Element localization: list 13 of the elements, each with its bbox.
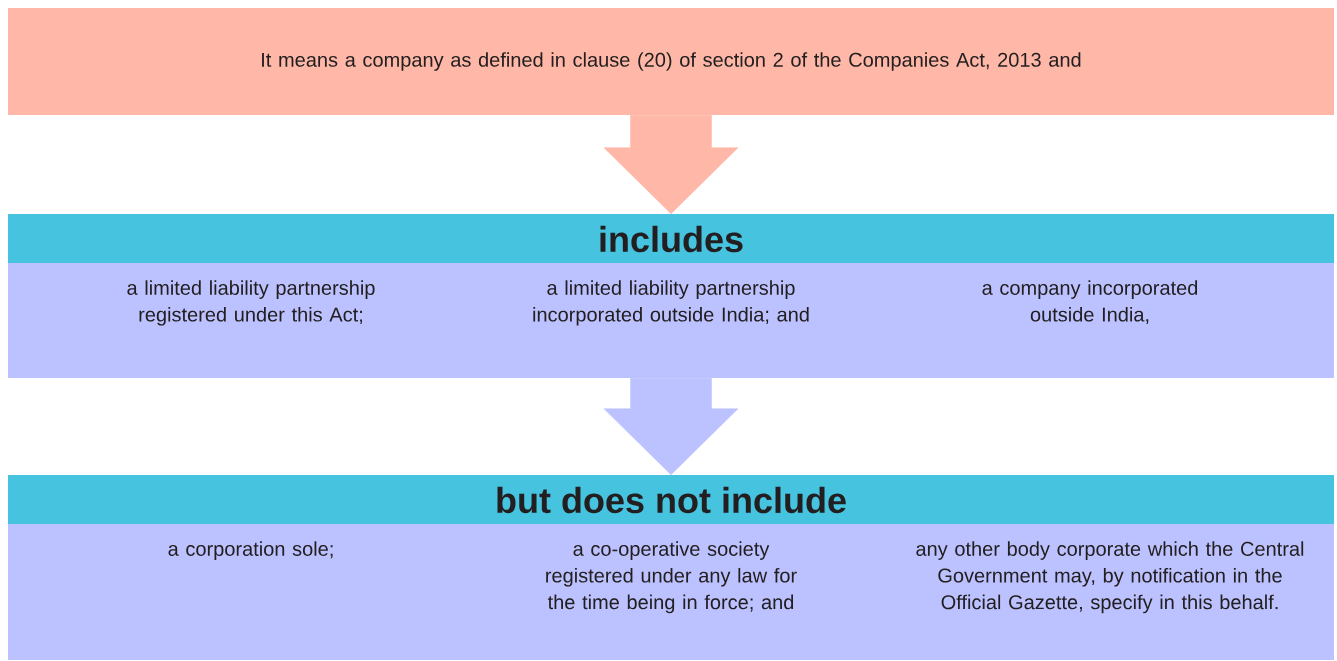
item-text: any other body corporate which the Central Government may, by notification in the Official Gazette, specify in this behalf. — [916, 541, 1304, 614]
item-text: a company incorporated outside India, — [982, 280, 1198, 324]
section-panel — [8, 475, 1334, 660]
item-text: a corporation sole; — [168, 541, 333, 560]
item-text: a limited liability partnership registered under this Act; — [127, 280, 375, 326]
item-text: a co-operative society registered under any law for the time being in force; and — [546, 541, 797, 614]
block-arrow — [603, 378, 739, 475]
statement-box: It means a company as defined in clause (20) of section 2 of the Companies Act, 2013 and — [8, 8, 1334, 115]
item-text: a limited liability partnership incorporated outside India; and — [533, 280, 809, 326]
section-heading: includes — [600, 225, 743, 253]
block-arrow — [603, 115, 739, 214]
section-heading: but does not include — [497, 486, 846, 514]
section-panel — [8, 214, 1334, 378]
